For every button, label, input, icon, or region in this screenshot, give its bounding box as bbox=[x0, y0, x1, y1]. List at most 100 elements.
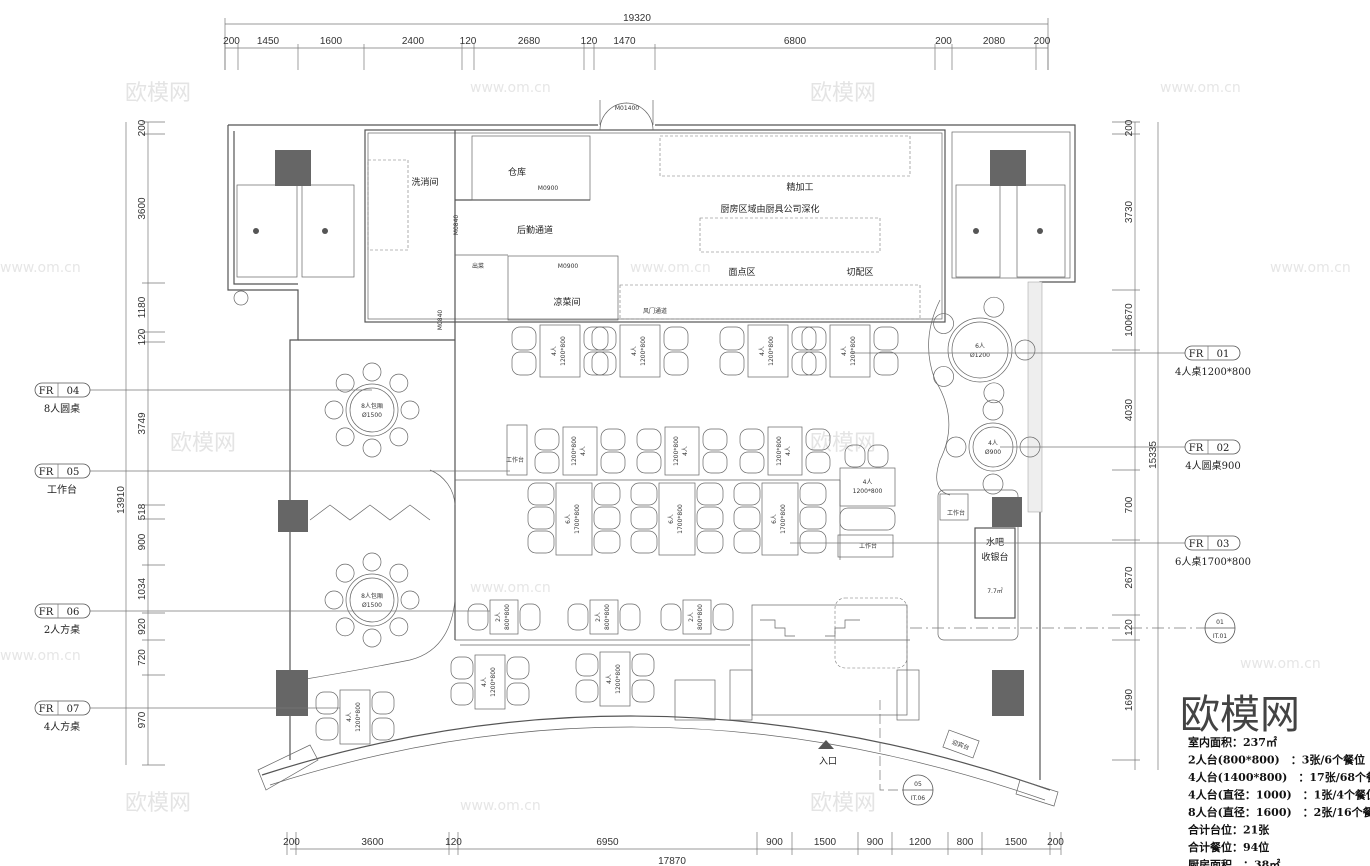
watermark-url: www.om.cn bbox=[1240, 656, 1321, 672]
callout-text: 2人方桌 bbox=[44, 623, 80, 636]
chair bbox=[583, 351, 609, 376]
chair bbox=[1014, 339, 1036, 361]
chair bbox=[631, 653, 655, 677]
callout-tag: FR bbox=[1189, 349, 1204, 360]
dim-left-segment: 3749 bbox=[137, 412, 148, 435]
chair bbox=[362, 362, 382, 382]
table-size: 1200*800 bbox=[490, 667, 497, 697]
watermark-url: www.om.cn bbox=[0, 648, 81, 664]
table-size: 1200*800 bbox=[640, 336, 647, 366]
chair bbox=[630, 482, 658, 506]
chair bbox=[335, 617, 355, 637]
chair bbox=[362, 438, 382, 458]
table-label: 1200*800 bbox=[776, 436, 783, 466]
workbench-label: 工作台 bbox=[947, 509, 965, 517]
bar-area-label: 7.7㎡ bbox=[987, 587, 1003, 595]
chair bbox=[702, 428, 728, 451]
chair bbox=[945, 436, 967, 458]
chair bbox=[527, 482, 555, 506]
dim-bottom-segment: 120 bbox=[445, 837, 462, 848]
workbench-label: 工作台 bbox=[859, 542, 877, 550]
chair bbox=[315, 691, 339, 715]
chair bbox=[583, 326, 609, 351]
watermark-url: www.om.cn bbox=[630, 260, 711, 276]
chair bbox=[600, 451, 626, 474]
dim-top-segment: 120 bbox=[460, 36, 477, 47]
table-label: 6人 bbox=[565, 514, 572, 524]
dim-left-segment: 920 bbox=[137, 618, 148, 635]
chair bbox=[591, 351, 617, 376]
chair bbox=[371, 717, 395, 741]
callout-number: 02 bbox=[1217, 443, 1230, 454]
chair bbox=[733, 482, 761, 506]
dim-right-segment: 100670 bbox=[1124, 303, 1135, 337]
dim-left-segment: 518 bbox=[137, 503, 148, 520]
dim-top-segment: 2080 bbox=[983, 36, 1006, 47]
table-size: 4人 bbox=[785, 446, 792, 456]
callout-text: 4人桌1200*800 bbox=[1175, 365, 1251, 378]
chair bbox=[575, 653, 599, 677]
chair bbox=[630, 506, 658, 530]
table-label: 4人 bbox=[631, 346, 638, 356]
chair bbox=[696, 506, 724, 530]
svg-text:05: 05 bbox=[914, 781, 922, 788]
table-label: 6人 bbox=[975, 343, 985, 350]
dim-bottom-total: 17870 bbox=[658, 856, 686, 866]
chair bbox=[527, 530, 555, 554]
callout-tag: FR bbox=[39, 386, 54, 397]
watermark-logo: 欧模网 bbox=[125, 81, 191, 106]
callout-text: 8人圆桌 bbox=[44, 402, 80, 415]
chair bbox=[506, 682, 530, 706]
watermark-logo: 欧模网 bbox=[810, 81, 876, 106]
chair bbox=[324, 400, 344, 420]
table-size: 4人 bbox=[580, 446, 587, 456]
cashier-label: 收银台 bbox=[981, 551, 1008, 563]
chair bbox=[534, 428, 560, 451]
table-label: 6人 bbox=[668, 514, 675, 524]
chair bbox=[982, 399, 1004, 421]
chair bbox=[719, 326, 745, 351]
chair bbox=[335, 563, 355, 583]
air-passage-label: 风门通道 bbox=[643, 307, 667, 315]
dim-right-segment: 3730 bbox=[1124, 200, 1135, 223]
chair bbox=[719, 351, 745, 376]
table-size: Ø1500 bbox=[362, 412, 382, 419]
chair bbox=[733, 530, 761, 554]
table-size: 1700*800 bbox=[574, 504, 581, 534]
dim-bottom-segment: 1200 bbox=[909, 837, 932, 848]
dim-bottom-segment: 3600 bbox=[361, 837, 384, 848]
storage-door-label: M0900 bbox=[538, 185, 559, 192]
dim-top-segment: 200 bbox=[1034, 36, 1051, 47]
chair bbox=[593, 530, 621, 554]
chair bbox=[696, 530, 724, 554]
bar-label: 水吧 bbox=[986, 536, 1004, 548]
watermark-url: www.om.cn bbox=[460, 798, 541, 814]
callout-number: 07 bbox=[67, 704, 80, 715]
pastry-area-label: 面点区 bbox=[728, 267, 755, 278]
chair bbox=[630, 530, 658, 554]
chair bbox=[371, 691, 395, 715]
chair bbox=[450, 656, 474, 680]
svg-text:IT.06: IT.06 bbox=[911, 795, 925, 802]
chair bbox=[450, 682, 474, 706]
legend-line: 4人台(1400*800) ：17张/68个餐位 bbox=[1188, 770, 1370, 784]
workbench-label: 工作台 bbox=[506, 456, 524, 464]
callout-number: 01 bbox=[1217, 349, 1230, 360]
chair bbox=[799, 506, 827, 530]
main-door-label: M01400 bbox=[615, 105, 639, 112]
callout-fr-01: FR 01 4人桌1200*800 bbox=[850, 345, 1251, 378]
